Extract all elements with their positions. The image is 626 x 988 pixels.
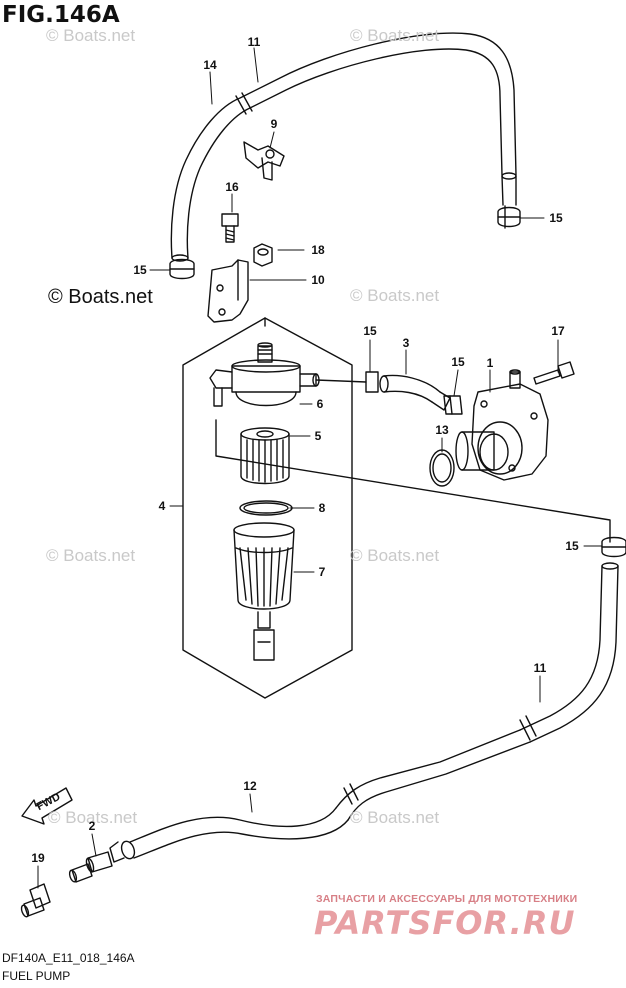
watermark: © Boats.net xyxy=(48,808,138,827)
watermark: © Boats.net xyxy=(46,546,136,565)
figure-code: DF140A_E11_018_146A xyxy=(2,951,135,965)
callout-15: 15 xyxy=(451,355,465,369)
bolt-16 xyxy=(221,213,239,243)
callout-leaders xyxy=(37,47,603,889)
callout-4: 4 xyxy=(158,499,166,513)
callout-15: 15 xyxy=(363,324,377,338)
hose-3 xyxy=(365,371,451,411)
callout-16: 16 xyxy=(225,180,239,194)
filter-element-5 xyxy=(240,427,290,485)
callout-18: 18 xyxy=(311,243,325,257)
shop-tagline: ЗАПЧАСТИ И АКСЕССУАРЫ ДЛЯ МОТОТЕХНИКИ xyxy=(316,893,578,905)
bracket-10 xyxy=(207,259,249,323)
callout-1: 1 xyxy=(486,356,494,370)
figure-caption: FUEL PUMP xyxy=(2,969,71,983)
clamp-15-left xyxy=(169,258,195,280)
callout-12: 12 xyxy=(243,779,257,793)
callout-6: 6 xyxy=(316,397,324,411)
lower-hose-11 xyxy=(335,562,619,821)
callout-17: 17 xyxy=(551,324,565,338)
leader-connectors xyxy=(215,317,611,543)
callout-10: 10 xyxy=(311,273,325,287)
watermark: © Boats.net xyxy=(350,546,440,565)
watermark: © Boats.net xyxy=(350,286,440,305)
callout-11: 11 xyxy=(247,35,261,49)
o-ring-8 xyxy=(239,500,293,516)
filter-cup-7 xyxy=(233,522,295,661)
callout-15: 15 xyxy=(549,211,563,225)
fwd-arrow xyxy=(21,787,73,825)
top-hose-11 xyxy=(170,32,517,262)
callout-19: 19 xyxy=(31,851,45,865)
clamp-15-top-right xyxy=(497,205,521,229)
watermark: © Boats.net xyxy=(350,808,440,827)
callout-15: 15 xyxy=(133,263,147,277)
assembly-4-outline xyxy=(182,317,353,699)
clamp-15-right xyxy=(601,536,626,558)
watermark: © Boats.net xyxy=(350,26,440,45)
filter-head-6 xyxy=(209,342,320,407)
callout-2: 2 xyxy=(88,819,96,833)
callout-13: 13 xyxy=(435,423,449,437)
figure-title: FIG.146A xyxy=(2,2,120,28)
fitting-2 xyxy=(68,851,113,883)
fitting-19 xyxy=(20,883,51,918)
callout-14: 14 xyxy=(203,58,217,72)
callout-3: 3 xyxy=(402,336,410,350)
clamp-9 xyxy=(243,141,285,181)
nut-18 xyxy=(253,243,273,267)
hose-12 xyxy=(109,807,349,863)
bolt-17 xyxy=(533,361,575,385)
callout-9: 9 xyxy=(270,117,278,131)
clamp-15-pump xyxy=(443,395,463,415)
fuel-pump-1 xyxy=(455,369,549,481)
watermark: © Boats.net xyxy=(48,286,153,308)
callout-15: 15 xyxy=(565,539,579,553)
callout-7: 7 xyxy=(318,565,326,579)
shop-logo: PARTSFOR.RU xyxy=(314,904,576,942)
watermark: © Boats.net xyxy=(46,26,136,45)
gasket-13 xyxy=(429,449,455,487)
callout-8: 8 xyxy=(318,501,326,515)
callout-11: 11 xyxy=(533,661,547,675)
callout-5: 5 xyxy=(314,429,322,443)
